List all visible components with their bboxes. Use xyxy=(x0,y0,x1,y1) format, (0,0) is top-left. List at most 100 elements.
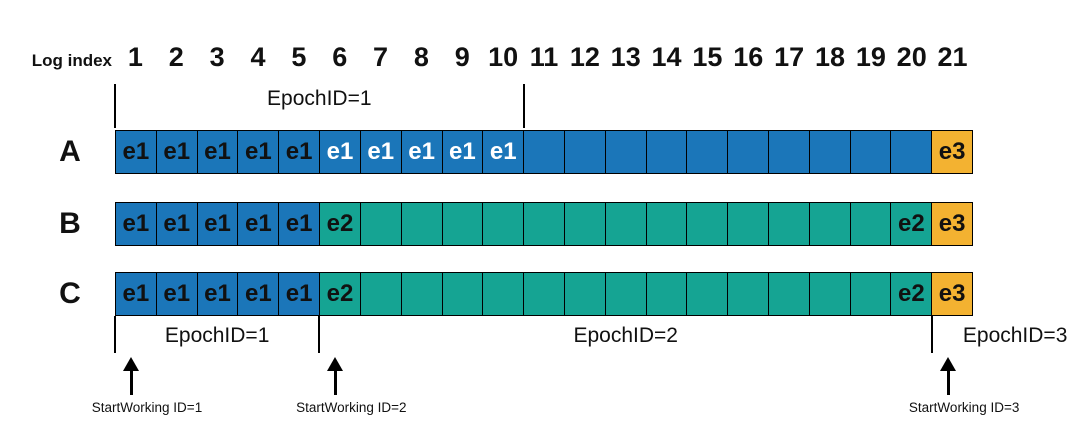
log-cell: e1 xyxy=(279,273,321,315)
log-cell: e1 xyxy=(238,273,280,315)
log-index-number: 21 xyxy=(937,42,968,72)
log-cell: e1 xyxy=(197,203,239,245)
log-cell xyxy=(891,131,933,173)
log-cell xyxy=(728,131,769,173)
log-index-number: 7 xyxy=(373,42,389,72)
log-cell: e1 xyxy=(401,131,443,173)
start-working-label: StartWorking ID=1 xyxy=(91,400,203,415)
log-index-number: 12 xyxy=(569,42,600,72)
epoch-bracket-tick xyxy=(114,84,117,128)
log-cell: e3 xyxy=(932,131,973,173)
bottom-epoch-tick xyxy=(114,316,117,353)
log-cell: e1 xyxy=(116,273,157,315)
start-working-label: StartWorking ID=2 xyxy=(296,400,407,415)
log-cell xyxy=(360,273,402,315)
log-cell xyxy=(605,203,647,245)
log-cell: e2 xyxy=(320,203,361,245)
start-working-arrow xyxy=(123,357,139,397)
log-cell xyxy=(809,203,851,245)
log-index-number: 19 xyxy=(855,42,886,72)
log-cell: e1 xyxy=(156,273,198,315)
log-cell xyxy=(401,203,443,245)
log-cell xyxy=(728,273,769,315)
arrow-shaft xyxy=(333,370,337,395)
start-working-label: StartWorking ID=3 xyxy=(908,400,1020,415)
log-cell: e1 xyxy=(197,273,239,315)
epoch-bracket-tick xyxy=(522,84,525,128)
bottom-epoch-label: EpochID=1 xyxy=(164,324,270,347)
log-cell xyxy=(769,203,810,245)
log-cell xyxy=(687,203,729,245)
log-index-number: 13 xyxy=(610,42,641,72)
log-index-number: 11 xyxy=(529,42,559,72)
arrow-up-icon xyxy=(327,357,344,371)
log-cell: e2 xyxy=(891,203,933,245)
log-cell xyxy=(442,203,484,245)
log-cell: e3 xyxy=(932,273,973,315)
log-cell xyxy=(483,203,525,245)
log-cell: e1 xyxy=(279,131,321,173)
log-index-number: 14 xyxy=(651,42,682,72)
log-cell: e3 xyxy=(932,203,973,245)
log-index-number: 18 xyxy=(814,42,845,72)
bottom-epoch-tick xyxy=(931,316,934,353)
log-cell xyxy=(809,273,851,315)
log-cell: e1 xyxy=(442,131,484,173)
log-index-number: 15 xyxy=(692,42,723,72)
log-cell xyxy=(605,273,647,315)
row-label: A xyxy=(59,135,81,168)
log-cell: e2 xyxy=(320,273,361,315)
start-working-arrow xyxy=(940,357,957,397)
log-index-number: 20 xyxy=(896,42,927,72)
log-cell: e2 xyxy=(891,273,933,315)
log-cell xyxy=(809,131,851,173)
log-cell xyxy=(687,273,729,315)
log-cell: e1 xyxy=(320,131,361,173)
log-cell: e1 xyxy=(156,203,198,245)
start-working-arrow xyxy=(327,357,344,397)
log-cell xyxy=(564,273,606,315)
log-index-number: 3 xyxy=(209,42,225,72)
log-cell xyxy=(401,273,443,315)
bottom-epoch-label: EpochID=2 xyxy=(573,324,678,347)
log-cell: e1 xyxy=(360,131,402,173)
log-cell xyxy=(646,203,688,245)
log-index-number: 17 xyxy=(774,42,805,72)
log-cell xyxy=(850,273,892,315)
log-cell xyxy=(524,131,565,173)
log-cell xyxy=(442,273,484,315)
log-cell xyxy=(850,203,892,245)
log-cell: e1 xyxy=(156,131,198,173)
arrow-up-icon xyxy=(123,357,139,371)
arrow-up-icon xyxy=(940,357,957,371)
log-cell: e1 xyxy=(279,203,321,245)
log-cell: e1 xyxy=(238,131,280,173)
log-cell: e1 xyxy=(238,203,280,245)
log-cell xyxy=(769,131,810,173)
log-cell xyxy=(687,131,729,173)
log-cell xyxy=(646,273,688,315)
log-cell xyxy=(605,131,647,173)
log-cell xyxy=(483,273,525,315)
row-label: B xyxy=(59,207,81,240)
log-cell: e1 xyxy=(483,131,525,173)
log-index-number: 6 xyxy=(332,42,348,72)
log-index-number: 4 xyxy=(250,42,266,72)
log-cell xyxy=(524,273,565,315)
log-index-label: Log index xyxy=(31,51,112,70)
log-cell xyxy=(564,131,606,173)
log-cell xyxy=(524,203,565,245)
log-index-number: 8 xyxy=(413,42,429,72)
row-label: C xyxy=(59,277,81,310)
log-cell xyxy=(646,131,688,173)
log-index-number: 5 xyxy=(291,42,307,72)
log-cell xyxy=(850,131,892,173)
log-index-number: 1 xyxy=(127,42,143,72)
log-index-number: 9 xyxy=(454,42,470,72)
epoch-bracket-label: EpochID=1 xyxy=(267,87,372,110)
log-cell: e1 xyxy=(197,131,239,173)
